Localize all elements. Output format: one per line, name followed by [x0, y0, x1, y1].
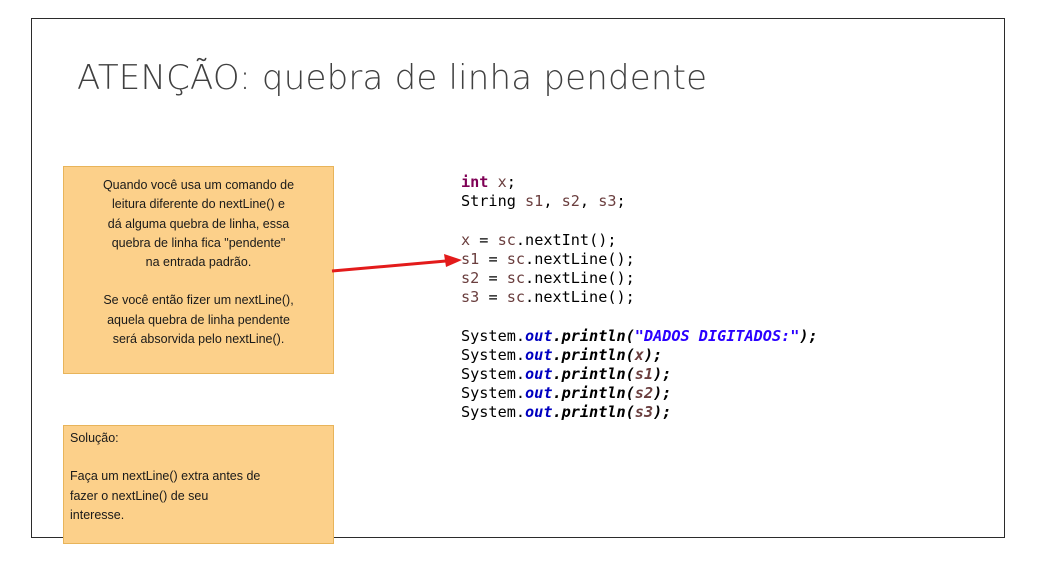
code-line-10: System.out.println(s2);: [461, 384, 672, 403]
code-block: int x;String s1, s2, s3; x = sc.nextInt()…: [461, 173, 818, 422]
code-line-7: System.out.println("DADOS DIGITADOS:");: [461, 326, 818, 345]
explanation-paragraph-2: Se você então fizer um nextLine(), aquel…: [103, 293, 294, 347]
code-line-9: System.out.println(s1);: [461, 364, 672, 383]
code-line-2: String s1, s2, s3;: [461, 192, 626, 211]
explanation-note: Quando você usa um comando de leitura di…: [63, 166, 334, 374]
solution-note: Solução: Faça um nextLine() extra antes …: [63, 425, 334, 544]
red-arrow-icon: [331, 254, 462, 273]
code-line-5: s2 = sc.nextLine();: [461, 268, 635, 287]
code-line-1: int x;: [461, 173, 516, 191]
code-line-6: s3 = sc.nextLine();: [461, 288, 635, 307]
code-line-3: x = sc.nextInt();: [461, 230, 617, 249]
code-line-4: s1 = sc.nextLine();: [461, 249, 635, 268]
slide-title: ATENÇÃO: quebra de linha pendente: [77, 58, 708, 98]
solution-body: Faça um nextLine() extra antes de fazer …: [70, 469, 261, 522]
solution-heading: Solução:: [70, 431, 119, 445]
code-line-11: System.out.println(s3);: [461, 403, 672, 422]
explanation-paragraph-1: Quando você usa um comando de leitura di…: [102, 178, 295, 270]
code-line-8: System.out.println(x);: [461, 345, 663, 364]
